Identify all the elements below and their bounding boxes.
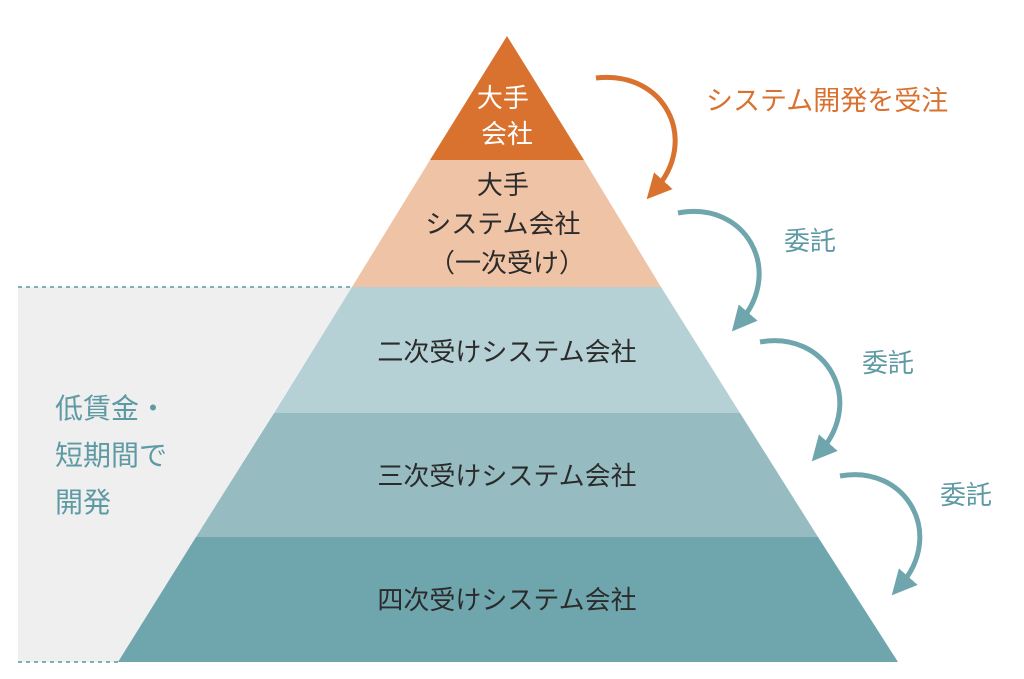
pyramid-tier-2 — [274, 287, 740, 413]
tier-1-line-3: （一次受け） — [429, 249, 585, 279]
side-panel-line-3: 開発 — [55, 486, 111, 519]
side-panel-line-2: 短期間で — [55, 439, 167, 472]
pyramid-tier-3 — [196, 413, 818, 537]
arrow-order-received — [595, 74, 678, 200]
arrow-order-received-label: システム開発を受注 — [706, 86, 948, 117]
side-panel-text: 低賃金・ 短期間で 開発 — [55, 392, 176, 519]
tier-2-line-1: 二次受けシステム会社 — [377, 338, 636, 368]
arrow-outsource-1 — [677, 208, 762, 332]
tier-3-label: 三次受けシステム会社 — [377, 462, 636, 492]
tier-2-label: 二次受けシステム会社 — [377, 338, 636, 368]
tier-top-line-1: 大手 — [477, 84, 529, 114]
pyramid-tier-1 — [352, 160, 661, 287]
side-panel-line-1: 低賃金・ — [55, 392, 167, 425]
side-panel — [18, 287, 352, 662]
arrow-outsource-2-label: 委託 — [862, 349, 914, 379]
tier-1-label: 大手 システム会社 （一次受け） — [425, 171, 589, 279]
arrow-outsource-2 — [759, 338, 843, 462]
arrow-outsource-3 — [839, 472, 923, 596]
tier-top-label: 大手 会社 — [477, 84, 537, 150]
arrow-outsource-1-label: 委託 — [784, 227, 836, 257]
tier-4-label: 四次受けシステム会社 — [377, 586, 636, 616]
pyramid-tier-4 — [118, 537, 898, 662]
tier-4-line-1: 四次受けシステム会社 — [377, 586, 636, 616]
arrow-outsource-3-label: 委託 — [940, 481, 992, 511]
tier-1-line-1: 大手 — [477, 171, 529, 201]
tier-3-line-1: 三次受けシステム会社 — [377, 462, 636, 492]
tier-top-line-2: 会社 — [481, 120, 533, 150]
pyramid-tier-top — [430, 36, 584, 160]
tier-1-line-2: システム会社 — [425, 210, 580, 240]
